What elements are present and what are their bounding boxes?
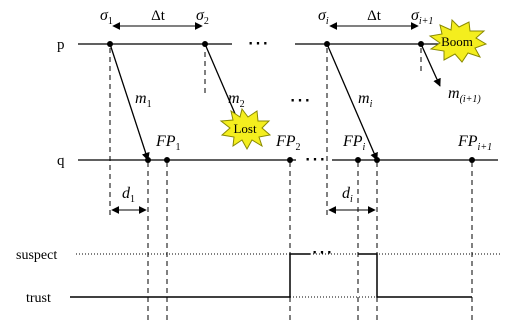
sigma-2-label: σ2 <box>196 7 209 27</box>
process-p-label: p <box>57 37 65 53</box>
interval-label-1: Δt <box>151 8 166 24</box>
lost-burst: Lost <box>219 107 272 151</box>
lost-label: Lost <box>233 121 257 136</box>
fp-1-point <box>164 157 170 163</box>
ellipsis-q: ⋯ <box>304 146 326 171</box>
arrival-point-1 <box>145 157 151 163</box>
fp-i-label: FPi <box>342 133 366 153</box>
lost-burst-shape <box>219 107 272 151</box>
message-i-label: mi <box>358 90 373 110</box>
message-arrow-2 <box>204 43 237 117</box>
sigma-i-label: σi <box>318 7 329 27</box>
message-arrow-1 <box>109 43 150 161</box>
ellipsis-mid: ⋯ <box>289 87 311 112</box>
message-1-label: m1 <box>135 90 152 110</box>
state-trust-label: trust <box>26 291 51 306</box>
process-q-label: q <box>57 153 65 169</box>
crash-label: Boom <box>441 34 473 49</box>
freshness-points <box>164 157 475 163</box>
fp-1-label: FP1 <box>155 133 181 153</box>
delay-i-label: di <box>342 185 353 205</box>
delay-1-label: d1 <box>122 185 135 205</box>
detector-output-waveform <box>70 253 310 298</box>
vertical-guides <box>109 48 473 320</box>
ellipsis-suspect: ⋯ <box>311 239 333 264</box>
sigma-1-label: σ1 <box>100 7 113 27</box>
crash-burst-shape <box>428 18 488 63</box>
sigma-i1-label: σi+1 <box>411 7 433 27</box>
detector-output-waveform-2 <box>358 253 472 298</box>
fp-2-label: FP2 <box>275 133 301 153</box>
interval-label-2: Δt <box>367 8 382 24</box>
fp-i1-point <box>469 157 475 163</box>
fp-i1-label: FPi+1 <box>457 133 492 153</box>
ellipsis-p: ⋯ <box>247 30 269 55</box>
arrival-points <box>145 157 380 163</box>
fp-2-point <box>287 157 293 163</box>
state-suspect-label: suspect <box>16 248 57 263</box>
message-i1-label: m(i+1) <box>448 85 481 105</box>
message-2-label: m2 <box>228 90 245 110</box>
message-arrow-i <box>326 43 378 161</box>
arrival-point-i <box>374 157 380 163</box>
crash-burst: Boom <box>428 18 488 63</box>
message-arrow-i1 <box>420 43 441 87</box>
fp-i-point <box>355 157 361 163</box>
